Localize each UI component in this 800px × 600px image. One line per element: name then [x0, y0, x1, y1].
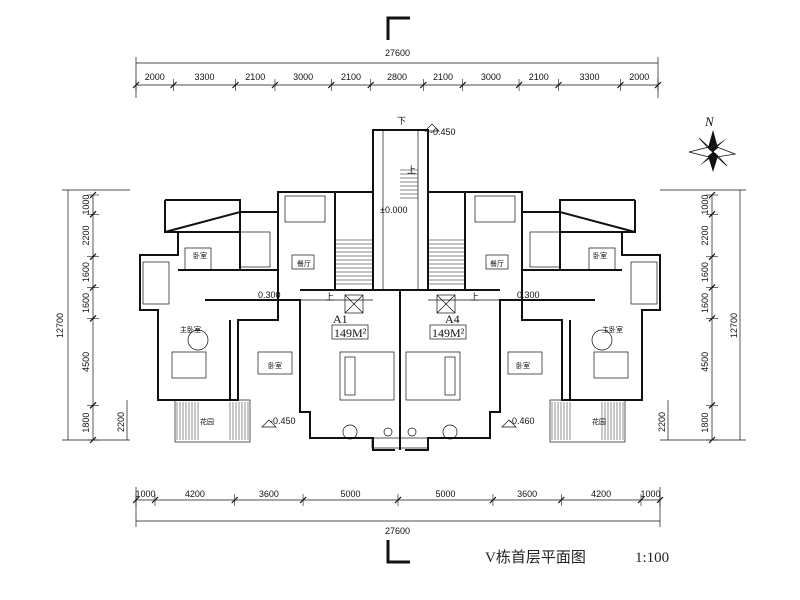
- furniture: [142, 195, 658, 449]
- top-dim-segment-9: 3300: [579, 72, 599, 82]
- north-label: N: [704, 114, 715, 129]
- left-dim-segment-1: 2200: [81, 225, 91, 245]
- bottom-dim-segment-4: 5000: [435, 489, 455, 499]
- bottom-dim-segment-3: 5000: [341, 489, 361, 499]
- north-arrow-icon: N: [688, 114, 737, 172]
- bottom-dim-segment-1: 4200: [185, 489, 205, 499]
- stair-up-mark-top: 上: [407, 165, 416, 175]
- small-bedroom-label-left: 卧室: [193, 251, 207, 260]
- right-dim-segment-3: 1600: [700, 293, 710, 313]
- left-dim-segment-4: 4500: [81, 352, 91, 372]
- right-dim-segment-4: 4500: [700, 352, 710, 372]
- bottom-dimension-chain: 1000 4200 3600 5000 5000 3600 4200 1000 27600: [132, 487, 664, 536]
- unit-right-name: A4: [445, 312, 460, 326]
- right-dim-segment-5: 1800: [700, 413, 710, 433]
- bottom-dim-segment-0: 1000: [135, 489, 155, 499]
- bedroom-label-right: 卧室: [516, 361, 530, 370]
- bottom-dim-segment-2: 3600: [259, 489, 279, 499]
- right-dim-segment-0: 1000: [700, 195, 710, 215]
- right-dim-segment-2: 1600: [700, 262, 710, 282]
- dining-label-right: 餐厅: [490, 259, 504, 268]
- drawing-title-block: V栋首层平面图 1:100: [485, 548, 669, 566]
- right-total-dimension: 12700: [729, 313, 739, 338]
- top-dim-segment-3: 3000: [293, 72, 313, 82]
- room-labels: 餐厅 餐厅 主卧室 主卧室 卧室 卧室 卧室 卧室 花园 花园: [180, 251, 623, 426]
- top-dim-segment-4: 2100: [341, 72, 361, 82]
- top-total-dimension: 27600: [385, 48, 410, 58]
- small-bedroom-label-right: 卧室: [593, 251, 607, 260]
- stair-up-mark-left: 上: [325, 292, 334, 302]
- left-dim-segment-5: 1800: [81, 413, 91, 433]
- top-dim-segment-5: 2800: [387, 72, 407, 82]
- building-walls: [139, 129, 661, 451]
- stair-up-mark-right: 上: [470, 292, 479, 302]
- level-right-step: 0.300: [517, 290, 540, 300]
- bottom-dim-segment-7: 1000: [641, 489, 661, 499]
- top-dim-segment-7: 3000: [481, 72, 501, 82]
- bottom-dim-segment-5: 3600: [517, 489, 537, 499]
- bedroom-label-left: 卧室: [268, 361, 282, 370]
- unit-left-name: A1: [333, 312, 348, 326]
- unit-left-area: 149M²: [334, 326, 367, 340]
- left-dim-segment-0: 1000: [81, 195, 91, 215]
- drawing-title: V栋首层平面图: [485, 548, 586, 566]
- unit-right-area: 149M²: [432, 326, 465, 340]
- top-dim-segment-0: 2000: [145, 72, 165, 82]
- garden-right: [549, 399, 626, 443]
- crop-marks: [386, 16, 410, 564]
- right-dimension-chain: 12700 1000 2200 1600 1600 4500 1800 2200: [657, 189, 746, 444]
- level-left-garden: -0.450: [270, 416, 296, 426]
- right-inner-dimension: 2200: [657, 412, 667, 432]
- left-total-dimension: 12700: [55, 313, 65, 338]
- drawing-scale: 1:100: [635, 550, 669, 566]
- level-marks: -0.450 ±0.000 0.300 0.300 -0.450 -0.460 …: [258, 116, 540, 428]
- level-stair-top: -0.450: [430, 127, 456, 137]
- level-right-garden: -0.460: [509, 416, 535, 426]
- dining-label-left: 餐厅: [297, 259, 311, 268]
- top-dim-segment-6: 2100: [433, 72, 453, 82]
- level-entry: ±0.000: [380, 205, 407, 215]
- left-inner-dimension: 2200: [116, 412, 126, 432]
- top-dim-segment-2: 2100: [245, 72, 265, 82]
- top-dim-segment-10: 2000: [629, 72, 649, 82]
- left-dimension-chain: 12700 1000 2200 1600 1600 4500 1800 2200: [55, 189, 130, 444]
- master-bedroom-label-right: 主卧室: [602, 325, 623, 334]
- unit-tags: A1 149M² A4 149M²: [331, 312, 467, 340]
- bottom-total-dimension: 27600: [385, 526, 410, 536]
- level-left-step: 0.300: [258, 290, 281, 300]
- top-dim-segment-8: 2100: [529, 72, 549, 82]
- top-dimension-chain: 27600 2000 3300 2100 3000 2100 2800 2100 3000 21…: [132, 48, 662, 98]
- left-dim-segment-2: 1600: [81, 262, 91, 282]
- stair-down-mark: 下: [397, 116, 406, 126]
- top-dim-segment-1: 3300: [195, 72, 215, 82]
- right-dim-segment-1: 2200: [700, 225, 710, 245]
- garden-label-left: 花园: [200, 417, 214, 426]
- left-dim-segment-3: 1600: [81, 293, 91, 313]
- master-bedroom-label-left: 主卧室: [180, 325, 201, 334]
- bottom-dim-segment-6: 4200: [591, 489, 611, 499]
- garden-left: [174, 399, 251, 443]
- garden-label-right: 花园: [592, 417, 606, 426]
